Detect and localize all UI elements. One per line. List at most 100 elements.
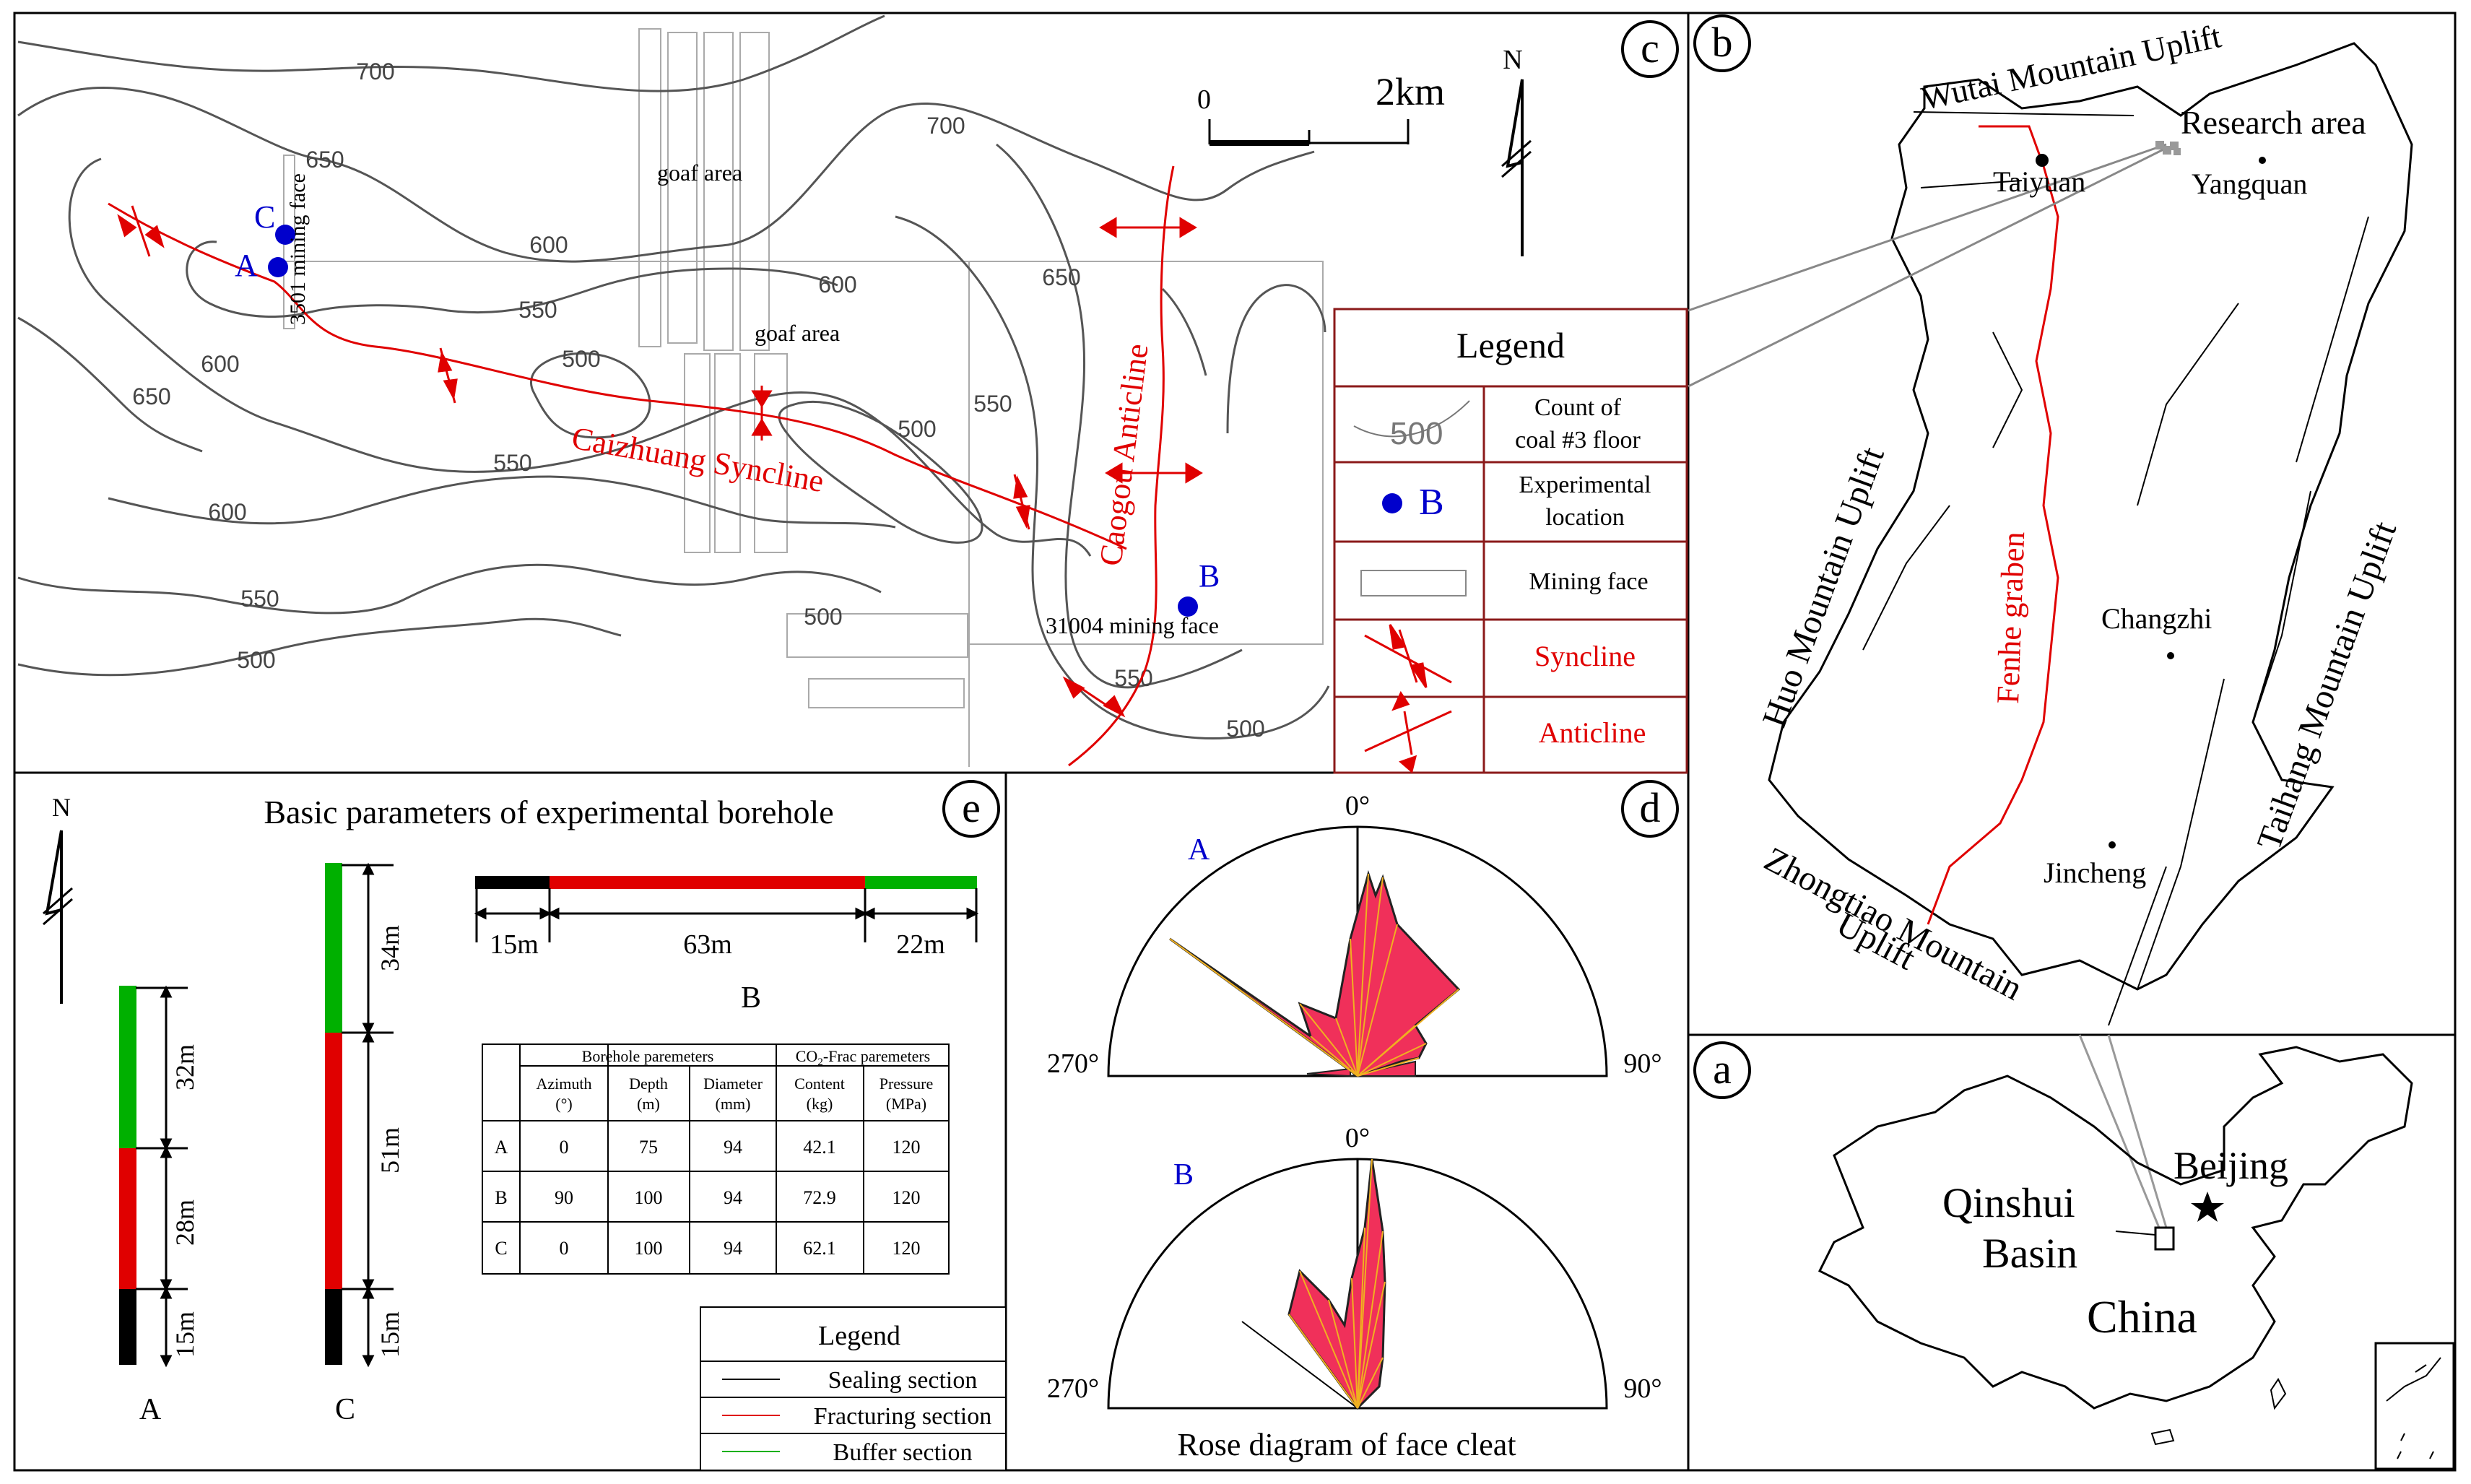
legend-contour-sample: 500 xyxy=(1390,416,1443,451)
point-c-label: C xyxy=(254,199,275,235)
svg-text:location: location xyxy=(1545,504,1625,531)
svg-text:270°: 270° xyxy=(1047,1049,1099,1079)
contour-label: 650 xyxy=(1042,264,1080,290)
map-text-labels: 3501 mining face goaf area goaf area Cai… xyxy=(286,160,1219,638)
borehole-c: 34m 51m 15m C xyxy=(325,862,404,1426)
fenhe-graben-label: Fenhe graben xyxy=(1990,531,2031,705)
point-a-label: A xyxy=(235,248,258,283)
svg-text:coal #3 floor: coal #3 floor xyxy=(1515,427,1641,454)
panel-a-china-map: Beijing Qinshui Basin China a xyxy=(1693,1034,2455,1470)
north-arrow-e: N xyxy=(43,793,73,1004)
point-b-marker xyxy=(1178,596,1198,617)
mining-face-3501-label: 3501 mining face xyxy=(286,173,310,325)
contour-label: 650 xyxy=(305,147,344,173)
panel-e-title: Basic parameters of experimental borehol… xyxy=(264,794,833,830)
contour-label: 500 xyxy=(898,416,936,442)
borehole-b: 15m 63m 22m B xyxy=(474,876,979,1015)
syncline-axis xyxy=(108,202,1127,550)
contour-label: 600 xyxy=(818,272,856,298)
table-cell: 0 xyxy=(560,1238,569,1259)
contour-label: 700 xyxy=(926,113,965,139)
table-cell: C xyxy=(495,1238,507,1259)
contour-label: 600 xyxy=(201,351,239,377)
rose-a-label: A xyxy=(1188,833,1210,867)
svg-text:34m: 34m xyxy=(375,925,404,971)
svg-text:N: N xyxy=(52,793,71,822)
svg-text:Content: Content xyxy=(794,1075,845,1093)
svg-text:0°: 0° xyxy=(1345,1123,1370,1153)
svg-text:15m: 15m xyxy=(375,1311,404,1358)
table-cell: A xyxy=(495,1137,508,1158)
contour-label: 600 xyxy=(529,232,568,258)
syncline-name-label: Caizhuang Syncline xyxy=(569,420,826,500)
svg-text:(MPa): (MPa) xyxy=(886,1095,926,1113)
legend-e: Legend Sealing section Fracturing sectio… xyxy=(700,1306,1007,1471)
mining-face-31004-label: 31004 mining face xyxy=(1046,612,1219,638)
svg-text:(m): (m) xyxy=(637,1095,660,1113)
table-cell: 100 xyxy=(635,1187,663,1208)
scale-start-label: 0 xyxy=(1197,84,1211,115)
panel-letter-e: e xyxy=(942,780,1000,838)
scale-bar: 0 2km xyxy=(1197,70,1445,146)
panel-letter-d: d xyxy=(1621,780,1679,838)
panel-letter-c: c xyxy=(1621,20,1679,78)
qinshui-label-2: Basin xyxy=(1982,1230,2077,1277)
svg-text:C: C xyxy=(335,1393,355,1426)
contour-label: 650 xyxy=(132,383,170,409)
rose-diagram-title: Rose diagram of face cleat xyxy=(1177,1427,1516,1462)
table-cell: 62.1 xyxy=(803,1238,836,1259)
taihang-label: Taihang Mountain Uplift xyxy=(2250,516,2405,855)
svg-text:15m: 15m xyxy=(490,929,539,960)
contour-label: 500 xyxy=(1226,716,1264,742)
qinshui-label-1: Qinshui xyxy=(1942,1179,2075,1226)
svg-text:Mining face: Mining face xyxy=(1529,568,1648,595)
panel-letter-a: a xyxy=(1693,1041,1751,1099)
table-cell: 120 xyxy=(893,1137,921,1158)
changzhi-label: Changzhi xyxy=(2101,602,2212,635)
yangquan-label: Yangquan xyxy=(2192,168,2307,200)
panel-e-boreholes: Basic parameters of experimental borehol… xyxy=(43,780,1007,1471)
borehole-a: 32m 28m 15m A xyxy=(119,985,199,1426)
svg-text:22m: 22m xyxy=(896,929,945,960)
panel-c-contour-map: 700 700 650 600 600 550 550 500 500 500 … xyxy=(17,14,1688,774)
anticline-name-label: Caogou Anticline xyxy=(1093,342,1155,568)
legend-c: Legend 500 Count of coal #3 floor B Expe… xyxy=(1333,308,1688,774)
contour-label: 550 xyxy=(518,297,557,323)
table-group1: Borehole paremeters xyxy=(582,1047,714,1065)
anticline-symbols xyxy=(1099,217,1203,484)
svg-text:b: b xyxy=(1712,19,1733,66)
svg-text:90°: 90° xyxy=(1623,1049,1662,1079)
jincheng-label: Jincheng xyxy=(2044,856,2146,889)
svg-text:32m: 32m xyxy=(170,1044,199,1090)
svg-text:Experimental: Experimental xyxy=(1519,472,1651,498)
contour-lines xyxy=(17,14,1330,739)
north-arrow-c: N xyxy=(1501,45,1532,256)
svg-text:28m: 28m xyxy=(170,1199,199,1246)
svg-text:15m: 15m xyxy=(170,1311,199,1358)
svg-text:e: e xyxy=(962,784,981,831)
svg-text:a: a xyxy=(1713,1046,1732,1093)
table-cell: 72.9 xyxy=(803,1187,836,1208)
svg-text:B: B xyxy=(741,981,761,1015)
mining-faces xyxy=(282,28,1324,767)
svg-text:90°: 90° xyxy=(1623,1374,1662,1404)
legend-point-sample: B xyxy=(1419,482,1444,523)
contour-label: 550 xyxy=(240,586,279,612)
contour-label: 550 xyxy=(973,391,1012,417)
svg-text:(°): (°) xyxy=(555,1095,572,1113)
table-cell: 42.1 xyxy=(803,1137,836,1158)
point-a-marker xyxy=(268,257,288,277)
table-cell: 94 xyxy=(724,1137,742,1158)
beijing-label: Beijing xyxy=(2173,1144,2288,1187)
goaf-label-1: goaf area xyxy=(657,160,742,186)
panel-b-regional-map: Wutai Mountain Uplift Research area Taiy… xyxy=(1688,14,2413,1026)
contour-label: 600 xyxy=(208,499,246,525)
point-b-label: B xyxy=(1199,558,1220,594)
table-cell: 0 xyxy=(560,1137,569,1158)
taiyuan-label: Taiyuan xyxy=(1993,165,2085,198)
table-cell: 90 xyxy=(555,1187,573,1208)
svg-text:Syncline: Syncline xyxy=(1534,640,1636,672)
table-cell: 94 xyxy=(724,1187,742,1208)
huo-mountain-label: Huo Mountain Uplift xyxy=(1755,442,1893,732)
